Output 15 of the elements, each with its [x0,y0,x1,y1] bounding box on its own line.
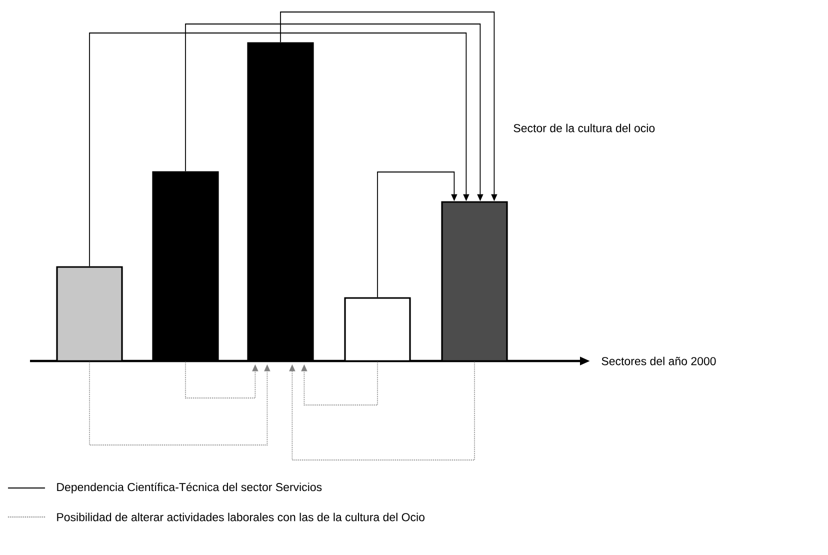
arrow [89,361,270,446]
sector-label: Sector de la cultura del ocio [514,124,655,132]
axis-label: Sectores del año 2000 [602,356,716,366]
bar [344,297,411,362]
bar [56,266,123,362]
arrow [301,361,378,406]
bar [441,201,508,362]
arrow [185,361,258,398]
legend-text: Posibilidad de alterar actividades laborales con las de la cultura del Ocio [57,512,424,522]
arrow [89,32,470,267]
arrow [289,361,475,460]
legend-text: Dependencia Científica-Técnica del sector Servicios [57,482,322,494]
bar [247,42,314,362]
arrow [377,172,458,298]
bar [152,171,219,362]
